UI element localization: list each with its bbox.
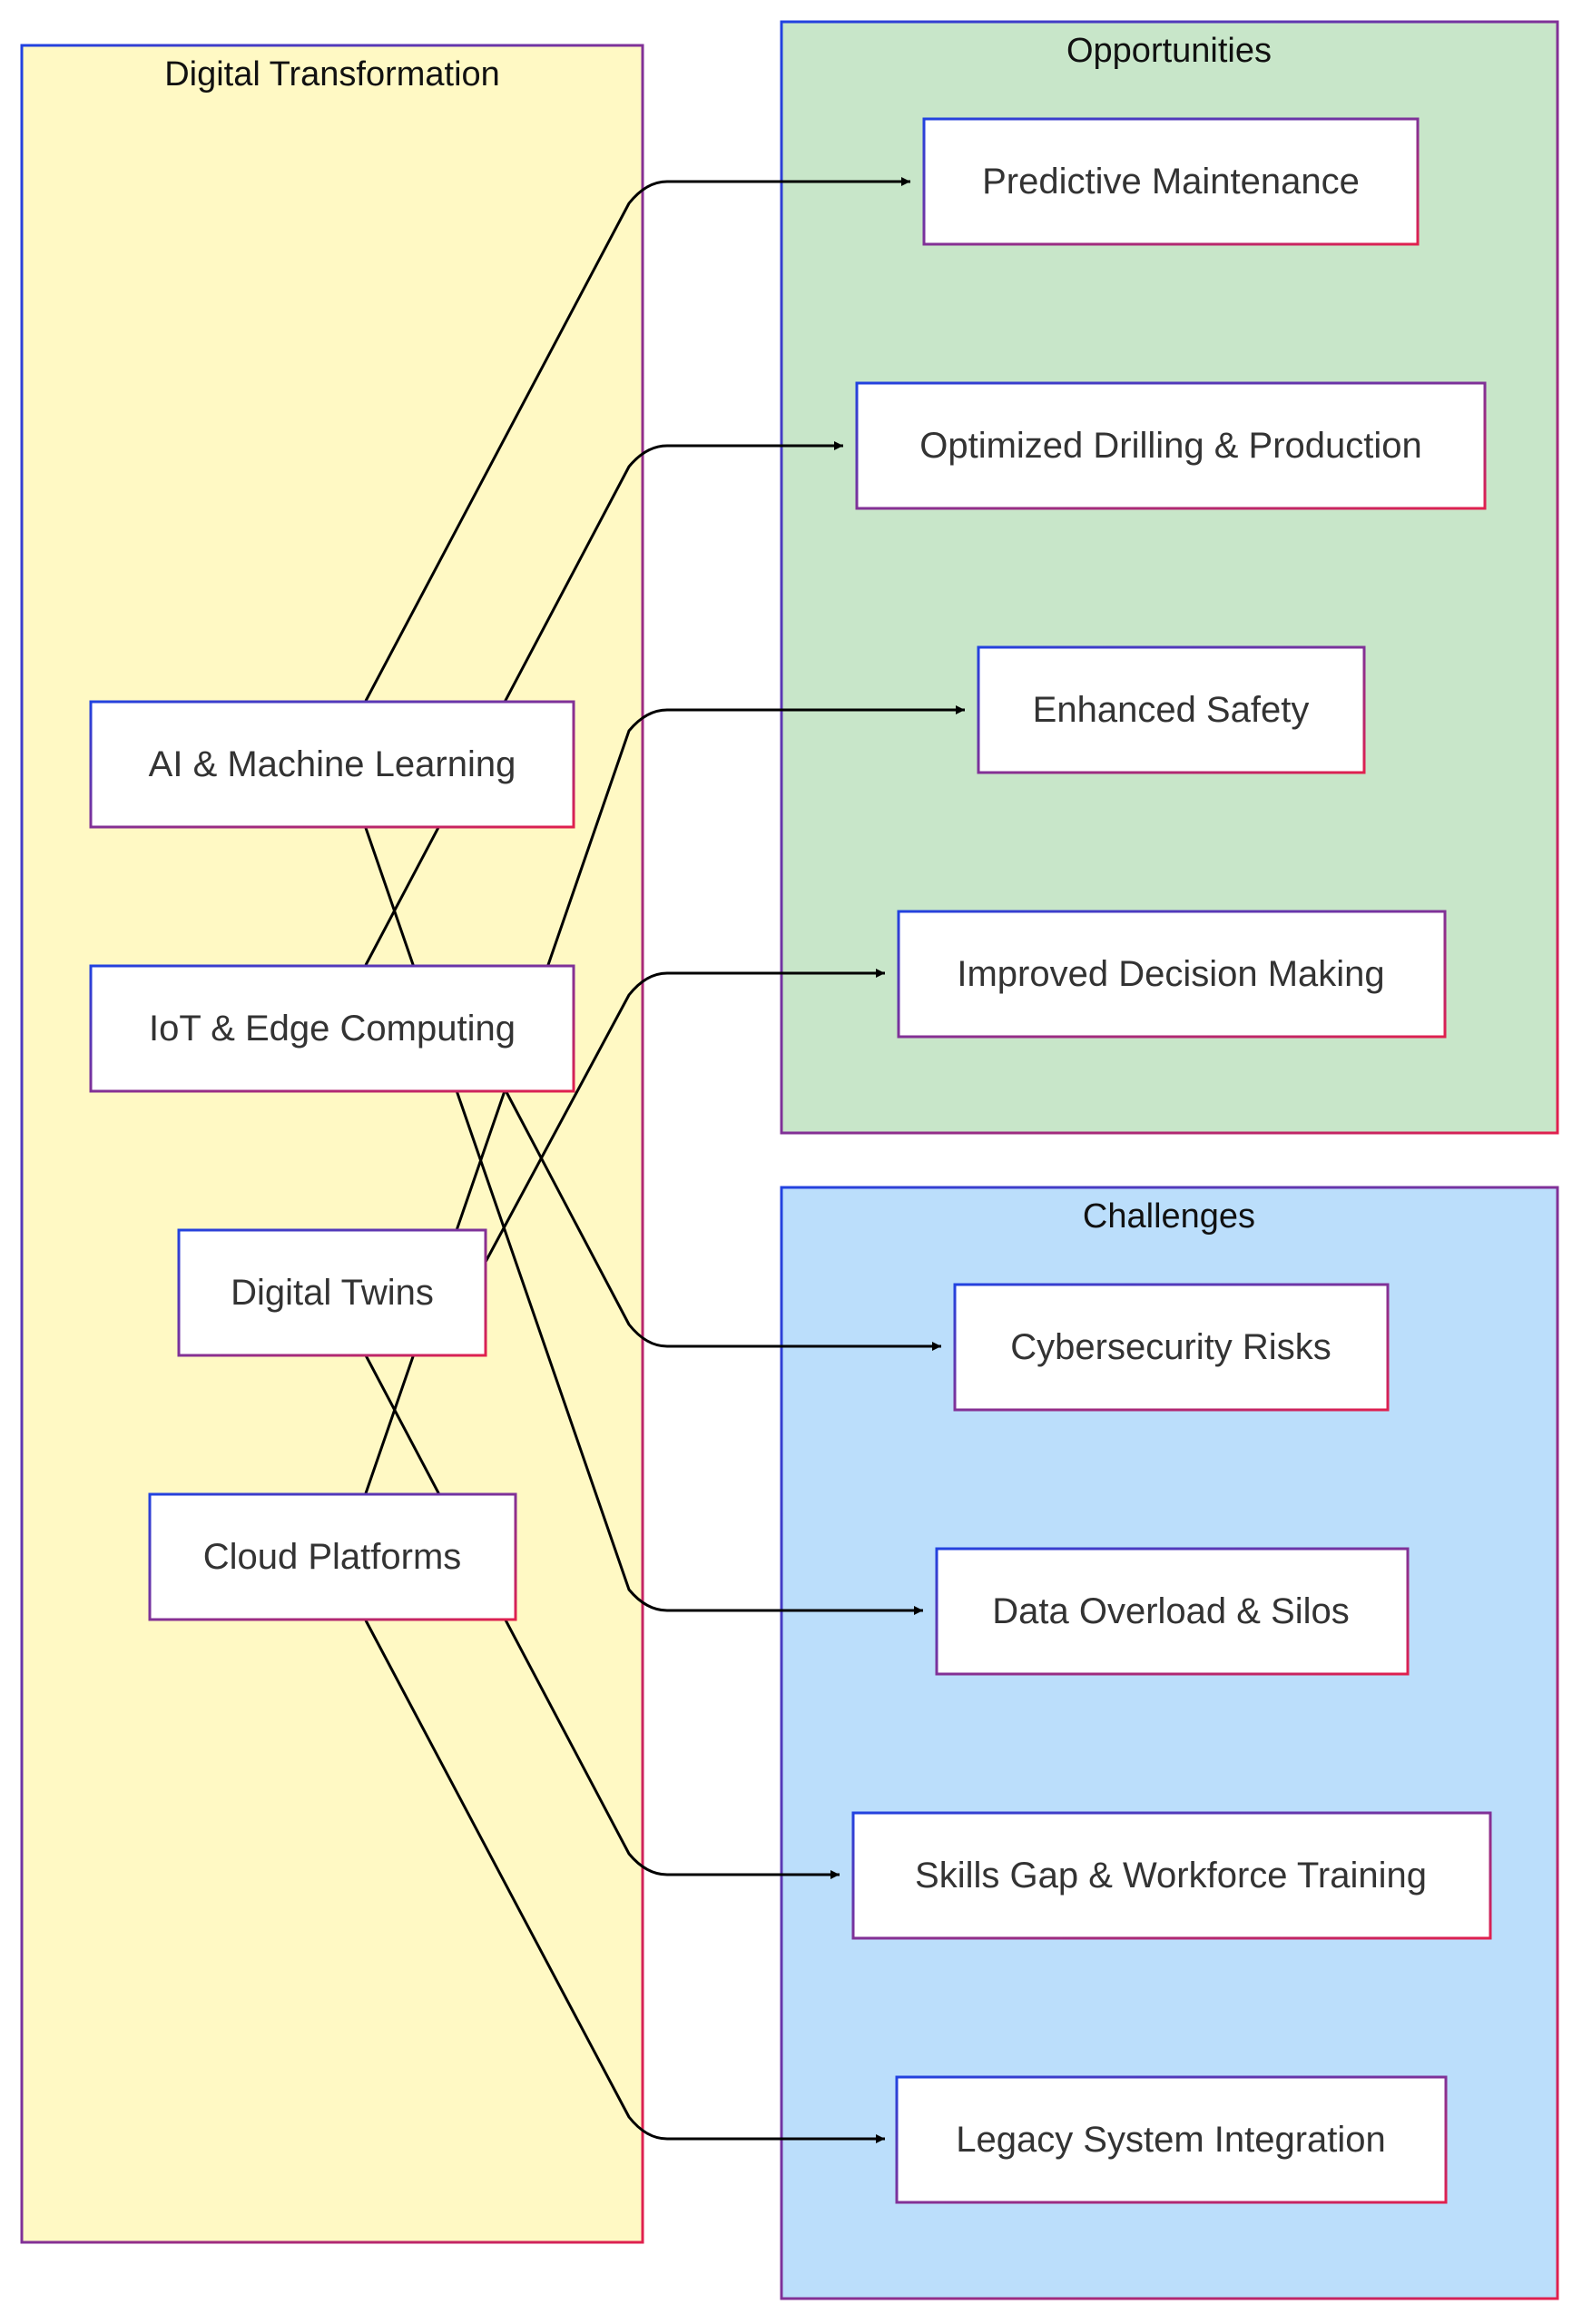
node-enhanced-safety[interactable]: Enhanced Safety — [977, 645, 1366, 774]
edge-ai-to-predictive-maintenance — [364, 177, 910, 702]
node-legacy-system-integration-box[interactable] — [895, 2075, 1448, 2204]
cluster-digital-transformation-box — [20, 44, 644, 2244]
node-improved-decision-making[interactable]: Improved Decision Making — [897, 910, 1447, 1039]
node-cybersecurity-risks[interactable]: Cybersecurity Risks — [953, 1283, 1390, 1412]
node-skills-gap-workforce-training-label: Skills Gap & Workforce Training — [915, 1856, 1427, 1896]
edge-layer — [364, 177, 965, 2143]
node-data-overload-silos-box[interactable] — [935, 1547, 1410, 1676]
edge-iot-to-cybersecurity — [505, 1091, 941, 1351]
cluster-digital-transformation-title: Digital Transformation — [164, 55, 500, 94]
node-legacy-system-integration[interactable]: Legacy System Integration — [895, 2075, 1448, 2204]
node-skills-gap-workforce-training[interactable]: Skills Gap & Workforce Training — [851, 1811, 1492, 1940]
node-ai-machine-learning[interactable]: AI & Machine Learning — [89, 700, 575, 829]
node-cloud-platforms-box[interactable] — [148, 1492, 517, 1621]
node-predictive-maintenance-box[interactable] — [922, 117, 1420, 246]
node-improved-decision-making-label: Improved Decision Making — [957, 954, 1384, 994]
cluster-opportunities-title: Opportunities — [1066, 32, 1272, 70]
node-cybersecurity-risks-label: Cybersecurity Risks — [1010, 1327, 1331, 1367]
cluster-digital-transformation: Digital Transformation — [20, 44, 644, 2244]
node-optimized-drilling-production-label: Optimized Drilling & Production — [919, 426, 1422, 466]
node-cloud-platforms[interactable]: Cloud Platforms — [148, 1492, 517, 1621]
node-digital-twins[interactable]: Digital Twins — [177, 1228, 487, 1357]
edge-ai-to-data-overload — [364, 827, 923, 1615]
edge-iot-to-optimized-drilling — [364, 441, 843, 966]
edge-cloud-to-legacy-integration — [364, 1620, 885, 2143]
node-iot-edge-computing-box[interactable] — [89, 964, 575, 1093]
cluster-challenges-title: Challenges — [1083, 1197, 1255, 1236]
node-data-overload-silos[interactable]: Data Overload & Silos — [935, 1547, 1410, 1676]
node-ai-machine-learning-box[interactable] — [89, 700, 575, 829]
node-ai-machine-learning-label: AI & Machine Learning — [149, 744, 516, 784]
node-enhanced-safety-box[interactable] — [977, 645, 1366, 774]
node-predictive-maintenance[interactable]: Predictive Maintenance — [922, 117, 1420, 246]
node-iot-edge-computing[interactable]: IoT & Edge Computing — [89, 964, 575, 1093]
node-digital-twins-box[interactable] — [177, 1228, 487, 1357]
edge-twins-to-skills-gap — [364, 1354, 840, 1879]
node-improved-decision-making-box[interactable] — [897, 910, 1447, 1039]
node-skills-gap-workforce-training-box[interactable] — [851, 1811, 1492, 1940]
node-digital-twins-label: Digital Twins — [231, 1273, 434, 1313]
node-data-overload-silos-label: Data Overload & Silos — [992, 1591, 1350, 1631]
node-optimized-drilling-production[interactable]: Optimized Drilling & Production — [855, 381, 1487, 510]
node-enhanced-safety-label: Enhanced Safety — [1033, 690, 1310, 730]
edge-twins-to-decision-making — [484, 969, 885, 1263]
node-cloud-platforms-label: Cloud Platforms — [203, 1537, 462, 1577]
node-predictive-maintenance-label: Predictive Maintenance — [982, 162, 1360, 202]
edge-cloud-to-enhanced-safety — [364, 705, 965, 1494]
node-optimized-drilling-production-box[interactable] — [855, 381, 1487, 510]
node-iot-edge-computing-label: IoT & Edge Computing — [149, 1009, 516, 1049]
node-legacy-system-integration-label: Legacy System Integration — [956, 2120, 1386, 2160]
node-cybersecurity-risks-box[interactable] — [953, 1283, 1390, 1412]
